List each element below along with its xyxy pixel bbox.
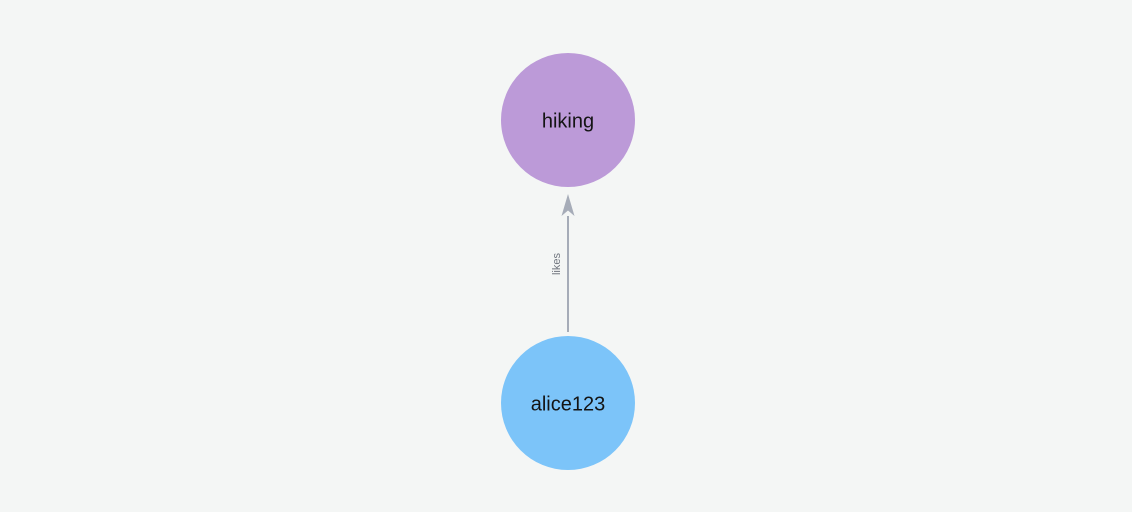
node-hiking[interactable]: hiking <box>501 53 635 187</box>
node-alice123[interactable]: alice123 <box>501 336 635 470</box>
edge-alice123-likes-hiking[interactable]: likes <box>551 194 575 332</box>
node-alice123-circle[interactable] <box>501 336 635 470</box>
edge-label-likes: likes <box>551 253 563 276</box>
arrowhead-icon <box>561 194 575 216</box>
node-hiking-circle[interactable] <box>501 53 635 187</box>
